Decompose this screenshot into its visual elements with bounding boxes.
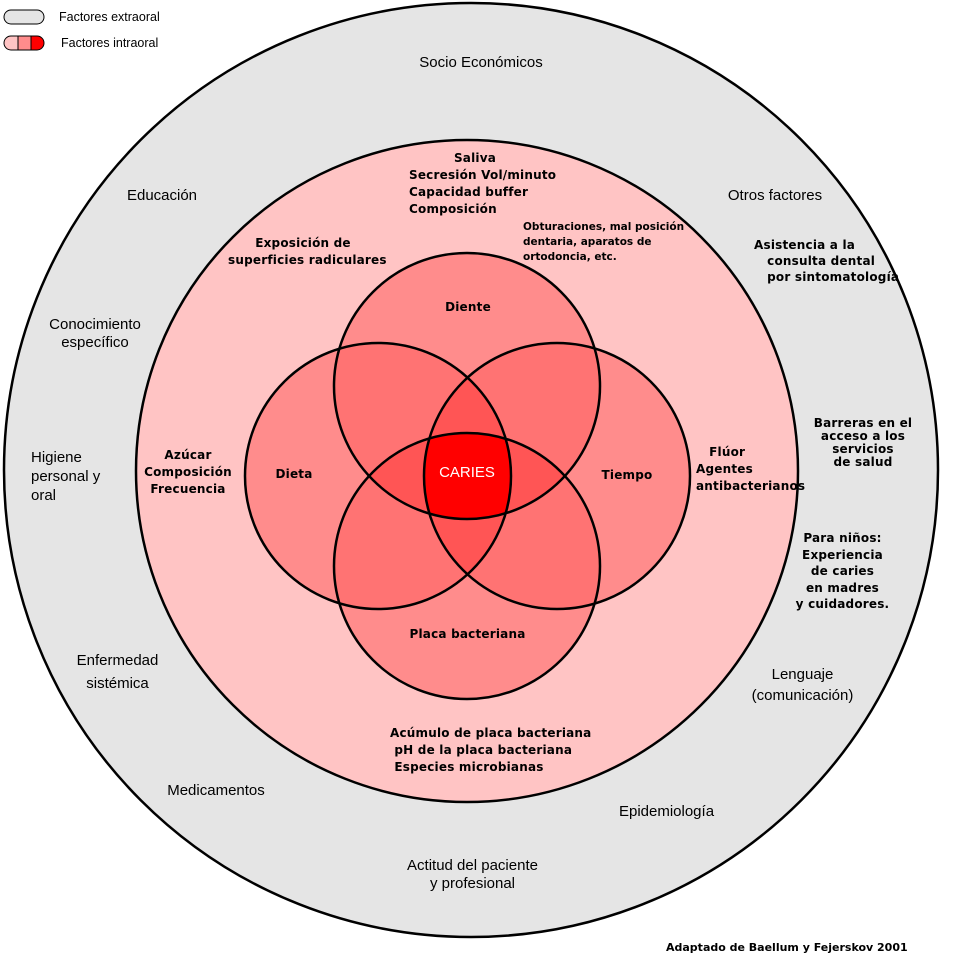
label-asistencia: Asistencia a la consulta dental por sint… [754,238,900,284]
legend-intraoral-swatch [3,35,45,51]
overlap-dieta-tiempo-placa [424,433,511,609]
label-exposicion: Exposición de superficies radiculares [228,236,387,267]
credit-citation: Adaptado de Baellum y Fejerskov 2001 [666,941,908,954]
circle-tiempo-outline [422,341,692,611]
label-saliva-title: Saliva [453,151,497,165]
label-lenguaje: Lenguaje (comunicación) [751,666,854,704]
label-conocimiento: Conocimiento específico [49,316,141,351]
label-actitud: Actitud del paciente y profesional [407,857,538,892]
label-diente: Diente [445,300,491,314]
circle-placa-outline [332,431,602,701]
legend-intraoral: Factores intraoral [3,35,158,51]
label-acumulo: Acúmulo de placa bacteriana pH de la pla… [390,726,592,774]
legend-extraoral: Factores extraoral [3,9,160,25]
label-saliva-items: Secresión Vol/minuto Capacidad buffer Co… [409,168,557,216]
label-dieta: Dieta [275,467,313,481]
overlap-diente-placa-tiempo [424,433,600,519]
legend-extraoral-label: Factores extraoral [59,10,160,24]
label-caries: CARIES [439,464,495,481]
label-tiempo: Tiempo [601,468,653,482]
label-socio-economicos: Socio Económicos [419,54,543,71]
label-otros-factores: Otros factores [727,187,823,204]
label-higiene: Higiene personal y oral [31,449,101,504]
label-medicamentos: Medicamentos [167,782,265,799]
legend-intraoral-label: Factores intraoral [61,36,159,50]
overlap-diente-placa-dieta [334,433,511,519]
label-azucar: Azúcar Composición Frecuencia [144,448,232,496]
circle-diente-outline [332,251,602,521]
label-barreras: Barreras en el acceso a los servicios de… [813,416,913,469]
label-educacion: Educación [126,187,198,204]
label-placa-bacteriana: Placa bacteriana [409,627,526,641]
label-obturaciones: Obturaciones, mal posición dentaria, apa… [523,221,685,263]
overlap-dieta-tiempo-diente [424,343,511,519]
label-para-ninos: Para niños: Experiencia de caries en mad… [795,531,890,611]
label-epidemiologia: Epidemiología [618,803,715,820]
circle-dieta-outline [243,341,513,611]
label-fluor: Flúor Agentes antibacterianos [696,445,806,493]
legend-extraoral-swatch [3,9,45,25]
label-enfermedad-sistemica: Enfermedad sistémica [76,652,159,692]
